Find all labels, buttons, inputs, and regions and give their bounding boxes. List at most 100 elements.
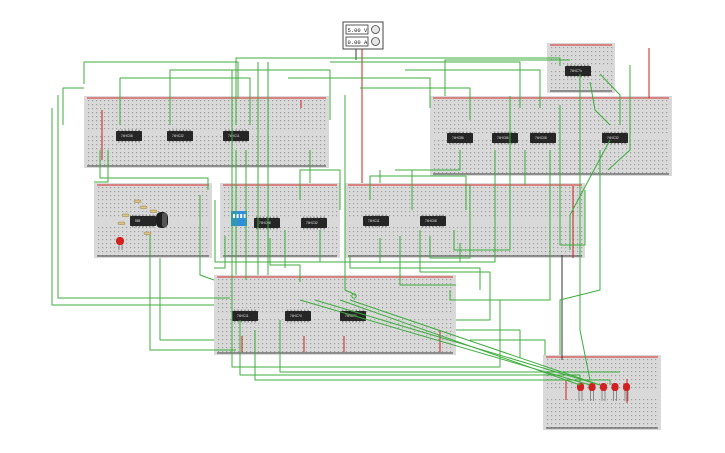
jumper-wire[interactable]	[159, 258, 214, 341]
jumper-wire[interactable]	[99, 150, 209, 190]
output-led	[588, 383, 596, 401]
jumper-wire[interactable]	[344, 95, 357, 296]
jumper-wire[interactable]	[299, 169, 341, 210]
chip-label: 74HC08	[535, 136, 547, 140]
jumper-wire[interactable]	[589, 81, 611, 126]
jumper-wire[interactable]	[239, 320, 581, 385]
resistor	[133, 199, 142, 203]
ic-chip-u6[interactable]: 74HC08	[530, 131, 556, 145]
jumper-wire[interactable]	[349, 299, 601, 386]
capacitor	[156, 212, 168, 228]
output-led	[611, 383, 619, 401]
components	[116, 199, 630, 401]
jumper-wire[interactable]	[269, 238, 301, 282]
jumper-wire[interactable]	[405, 69, 541, 108]
jumper-wire[interactable]	[607, 65, 631, 171]
jumper-wire[interactable]	[419, 240, 491, 321]
resistor	[117, 221, 126, 225]
jumper-wire[interactable]	[599, 73, 621, 125]
resistor	[139, 205, 148, 209]
jumper-wire[interactable]	[235, 57, 561, 125]
ic-chip-u14[interactable]: 74HC11	[232, 309, 258, 323]
hole-grid	[224, 187, 338, 257]
ic-chip-u1[interactable]: 74HC08	[116, 129, 142, 143]
chip-body	[363, 216, 389, 226]
jumper-wire[interactable]	[149, 235, 236, 351]
jumper-wire[interactable]	[319, 230, 340, 263]
jumper-wire[interactable]	[288, 77, 431, 108]
dip-switch[interactable]	[231, 211, 247, 226]
resistor	[143, 231, 152, 235]
ic-chip-u8[interactable]: 74HC74	[565, 64, 591, 78]
jumper-wire[interactable]	[470, 339, 546, 355]
jumper-wire[interactable]	[254, 330, 611, 385]
jumper-wire[interactable]	[169, 69, 331, 125]
chip-body	[492, 133, 518, 143]
chip-body	[301, 218, 327, 228]
jumper-wire[interactable]	[214, 236, 226, 269]
jumper-wire[interactable]	[569, 139, 611, 250]
jumper-wire[interactable]	[559, 105, 586, 246]
jumper-wire[interactable]	[57, 95, 230, 299]
ic-chip-u13[interactable]: 74HC08	[420, 214, 446, 228]
ic-chips: 74HC08 74HC32 74HC11 74HC86 74HC86 74HC08 74HC…	[116, 64, 628, 323]
ic-chip-u3[interactable]: 74HC11	[223, 129, 249, 143]
dip-toggle[interactable]	[233, 214, 235, 218]
ic-chip-u9[interactable]: 555	[130, 214, 156, 228]
wire-junction	[351, 293, 357, 299]
ic-chip-u15[interactable]: 74HC74	[285, 309, 311, 323]
jumper-wire[interactable]	[119, 77, 251, 125]
jumper-wire[interactable]	[579, 74, 591, 381]
chip-label: 74HC74	[570, 69, 582, 73]
jumper-wire[interactable]	[231, 70, 501, 368]
dip-switch-body	[231, 211, 247, 226]
chip-label: 74HC11	[237, 314, 249, 318]
power-supply[interactable]: 5.00 V 0.00 A	[342, 21, 384, 50]
jumper-wire[interactable]	[330, 61, 521, 108]
jumper-wire[interactable]	[444, 59, 570, 96]
ic-chip-u2[interactable]: 74HC32	[167, 129, 193, 143]
chip-label: 74HC32	[172, 134, 184, 138]
ic-chip-u4[interactable]: 74HC86	[447, 131, 473, 145]
chip-body	[130, 216, 156, 226]
jumper-wire[interactable]	[369, 175, 467, 210]
ic-chip-u5[interactable]: 74HC86	[492, 131, 518, 145]
jumper-wire[interactable]	[559, 150, 601, 355]
chip-body	[565, 66, 591, 76]
chip-body	[447, 133, 473, 143]
chip-label: 74HC74	[290, 314, 302, 318]
chip-label: 74HC08	[121, 134, 133, 138]
ic-chip-u7[interactable]: 74HC32	[602, 131, 628, 145]
jumper-wire[interactable]	[453, 96, 511, 251]
jumper-wire[interactable]	[299, 299, 591, 386]
jumper-wire[interactable]	[456, 329, 521, 358]
ic-chip-u11[interactable]: 74HC32	[301, 216, 327, 230]
jumper-wire[interactable]	[399, 236, 456, 286]
chip-label: 74HC11	[228, 134, 240, 138]
jumper-wire[interactable]	[314, 299, 601, 386]
jumper-wire[interactable]	[395, 150, 461, 171]
voltage-display	[345, 24, 369, 35]
ic-chip-u12[interactable]: 74HC11	[363, 214, 389, 228]
dip-toggle[interactable]	[243, 214, 246, 218]
current-reading: 0.00 A	[348, 39, 369, 46]
jumper-wire[interactable]	[429, 185, 471, 259]
breadboard	[547, 43, 615, 93]
jumper-wire[interactable]	[349, 255, 481, 290]
jumper-wire[interactable]	[94, 150, 109, 183]
jumper-wire[interactable]	[199, 195, 215, 281]
voltage-knob[interactable]	[371, 25, 380, 34]
ic-chip-u10[interactable]: 74HC08	[254, 216, 280, 230]
current-knob[interactable]	[371, 37, 380, 46]
jumper-wire[interactable]	[449, 150, 551, 301]
jumper-wire[interactable]	[279, 320, 620, 373]
output-led	[600, 383, 607, 401]
jumper-wire[interactable]	[62, 87, 84, 125]
dip-toggle[interactable]	[240, 214, 243, 218]
jumper-wire[interactable]	[339, 299, 581, 386]
jumper-wire[interactable]	[360, 87, 471, 120]
dip-toggle[interactable]	[236, 214, 239, 218]
jumper-wire[interactable]	[83, 61, 239, 98]
chip-body	[285, 311, 311, 321]
chip-label: 74HC74	[345, 314, 357, 318]
